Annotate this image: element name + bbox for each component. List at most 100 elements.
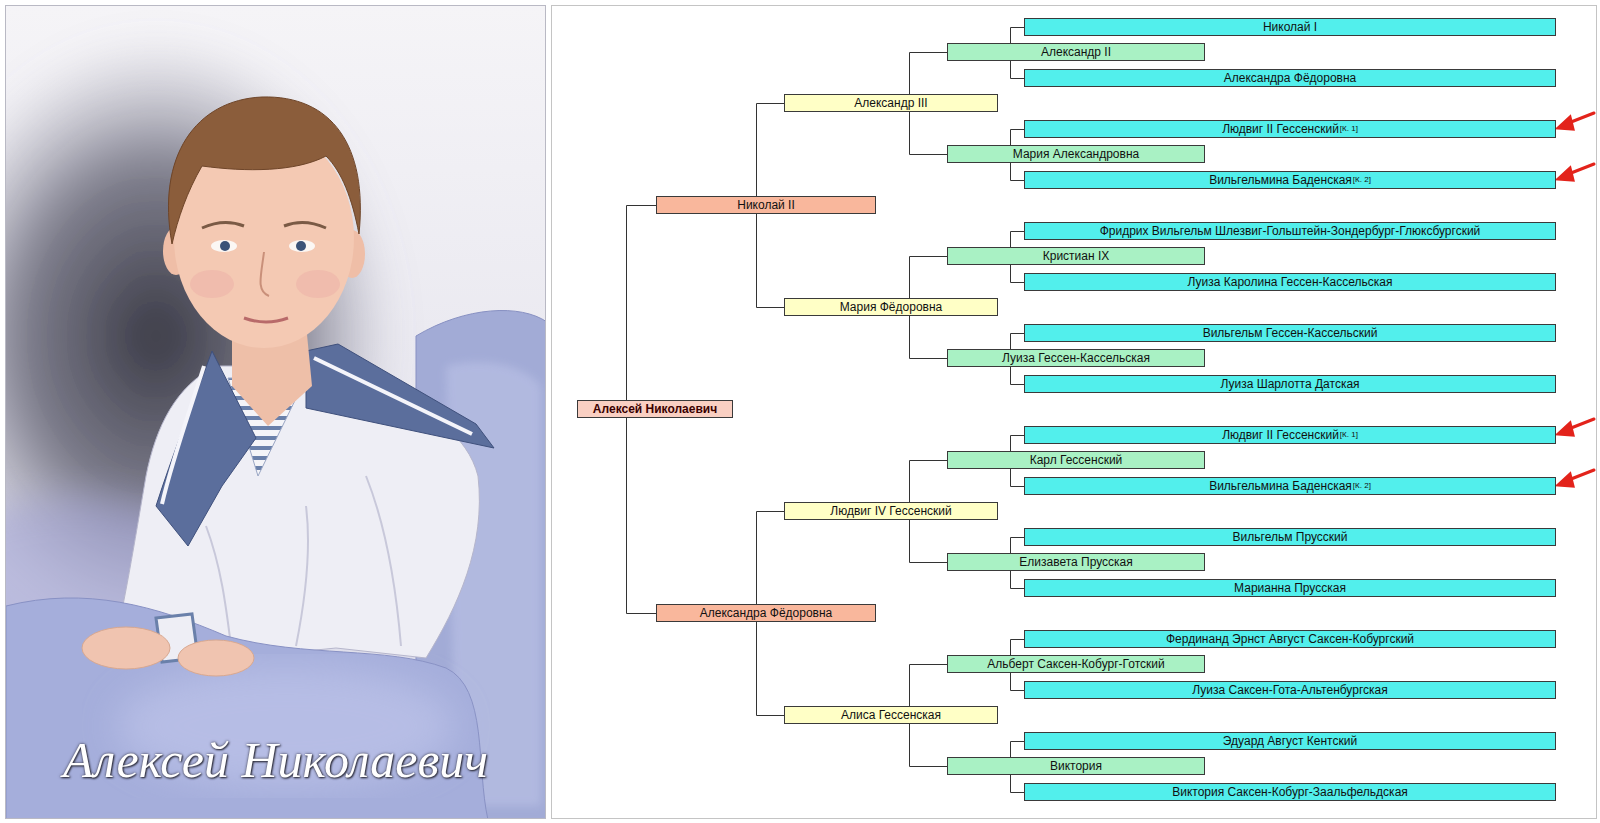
cheek (190, 270, 234, 298)
ancestor-box: Фридрих Вильгельм Шлезвиг-Гольштейн-Зонд… (1024, 222, 1556, 240)
tree-connector (1011, 742, 1025, 758)
tree-connector (1011, 334, 1025, 350)
ancestor-box: Людвиг II Гессенский[К. 1] (1024, 426, 1556, 444)
ancestor-box: Виктория Саксен-Кобург-Заальфельдская (1024, 783, 1556, 801)
tree-connector (757, 214, 785, 308)
footnote-mark: [К. 2] (1353, 482, 1371, 490)
tree-connector (757, 622, 785, 716)
tree-connector (910, 461, 948, 503)
tree-connector (1011, 163, 1025, 181)
tree-connector (1011, 61, 1025, 79)
footnote-mark: [К. 1] (1340, 431, 1358, 439)
ancestor-box: Людвиг IV Гессенский (784, 502, 998, 520)
tree-connector (1011, 469, 1025, 487)
person-name: Николай II (737, 198, 795, 212)
ancestor-box: Луиза Шарлотта Датская (1024, 375, 1556, 393)
signature: Алексей Николаевич (5, 728, 546, 792)
figure-part (1558, 113, 1594, 486)
ancestor-box: Карл Гессенский (947, 451, 1205, 469)
tree-connector (910, 520, 948, 563)
person-name: Луиза Шарлотта Датская (1220, 377, 1359, 391)
tree-connector (1011, 673, 1025, 691)
person-box: Алексей Николаевич (577, 400, 733, 418)
person-name: Александра Фёдоровна (1224, 71, 1357, 85)
person-name: Мария Фёдоровна (840, 300, 943, 314)
tree-connector (1011, 265, 1025, 283)
tree-connector (910, 112, 948, 155)
tree-connector (1011, 232, 1025, 248)
person-name: Вильгельм Гессен-Кассельский (1203, 326, 1378, 340)
person-name: Елизавета Прусская (1019, 555, 1132, 569)
blouse-folds (206, 476, 401, 646)
eye (289, 240, 315, 252)
person-name: Людвиг II Гессенский (1222, 428, 1339, 442)
tree-connector (627, 418, 657, 614)
person-name: Александр III (854, 96, 927, 110)
signature-text: Алексей Николаевич (63, 732, 488, 788)
ancestor-box: Вильгельмина Баденская[К. 2] (1024, 171, 1556, 189)
nose (261, 252, 270, 296)
ancestor-box: Луиза Гессен-Кассельская (947, 349, 1205, 367)
eyebrows (202, 222, 326, 228)
collar-stripes (162, 358, 472, 504)
person-name: Луиза Гессен-Кассельская (1002, 351, 1150, 365)
person-name: Виктория (1050, 759, 1102, 773)
tree-connector (910, 316, 948, 359)
ancestor-box: Вильгельм Прусский (1024, 528, 1556, 546)
tree-connector (1011, 130, 1025, 146)
ancestor-box: Кристиан IX (947, 247, 1205, 265)
ancestor-box: Марианна Прусская (1024, 579, 1556, 597)
person-name: Алиса Гессенская (841, 708, 941, 722)
tree-connector (910, 53, 948, 95)
red-arrow-head (1558, 117, 1573, 129)
tree-connector (757, 512, 785, 605)
hand (178, 640, 254, 676)
person-name: Вильгельмина Баденская (1209, 479, 1352, 493)
person-name: Людвиг II Гессенский (1222, 122, 1339, 136)
ancestor-box: Елизавета Прусская (947, 553, 1205, 571)
tree-connector (1011, 367, 1025, 385)
person-name: Фридрих Вильгельм Шлезвиг-Гольштейн-Зонд… (1100, 224, 1481, 238)
ancestor-box: Эдуард Август Кентский (1024, 732, 1556, 750)
ancestor-box: Николай I (1024, 18, 1556, 36)
person-name: Николай I (1263, 20, 1317, 34)
hair (168, 97, 360, 244)
iris (296, 241, 306, 251)
tree-connector (627, 206, 657, 401)
person-name: Фердинанд Эрнст Август Саксен-Кобургский (1166, 632, 1414, 646)
tree-connector (757, 104, 785, 197)
iris (220, 241, 230, 251)
eye (211, 240, 237, 252)
portrait-panel (5, 5, 546, 819)
footnote-mark: [К. 1] (1340, 125, 1358, 133)
ancestor-box: Николай II (656, 196, 876, 214)
ancestor-box: Мария Фёдоровна (784, 298, 998, 316)
tree-connector (1011, 436, 1025, 452)
tree-connector (910, 724, 948, 767)
portrait-illustration (6, 6, 546, 819)
person-name: Людвиг IV Гессенский (830, 504, 951, 518)
tree-connector (1011, 28, 1025, 44)
person-name: Марианна Прусская (1234, 581, 1346, 595)
ancestor-box: Алиса Гессенская (784, 706, 998, 724)
ancestor-box: Александра Фёдоровна (656, 604, 876, 622)
person-name: Карл Гессенский (1030, 453, 1123, 467)
ancestor-box: Вильгельмина Баденская[К. 2] (1024, 477, 1556, 495)
ancestor-box: Александр III (784, 94, 998, 112)
tree-connector (1011, 571, 1025, 589)
person-name: Луиза Каролина Гессен-Кассельская (1188, 275, 1393, 289)
tree-connector (1011, 538, 1025, 554)
mouth (244, 318, 288, 322)
ancestor-box: Альберт Саксен-Кобург-Готский (947, 655, 1205, 673)
ancestor-box: Мария Александровна (947, 145, 1205, 163)
red-arrow-head (1558, 168, 1573, 180)
person-name: Кристиан IX (1043, 249, 1110, 263)
person-name: Эдуард Август Кентский (1223, 734, 1357, 748)
person-name: Виктория Саксен-Кобург-Заальфельдская (1172, 785, 1408, 799)
person-name: Мария Александровна (1013, 147, 1139, 161)
red-arrow-head (1558, 423, 1573, 435)
chair-arm (6, 598, 488, 819)
ancestor-box: Луиза Саксен-Гота-Альтенбургская (1024, 681, 1556, 699)
ancestor-box: Луиза Каролина Гессен-Кассельская (1024, 273, 1556, 291)
